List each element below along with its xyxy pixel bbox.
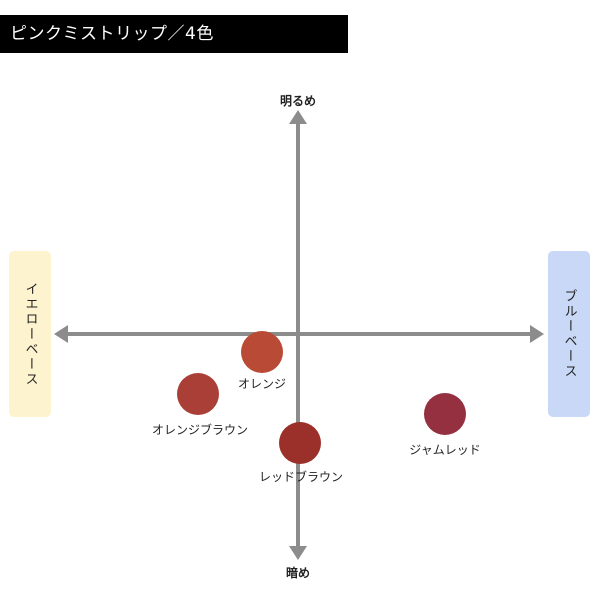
title-bar: ピンクミストリップ／4色	[0, 15, 348, 53]
point-red-brown	[279, 422, 321, 464]
arrow-right-icon	[530, 325, 544, 343]
axis-label-right: ブルーベース	[561, 289, 577, 379]
point-orange-brown	[177, 373, 219, 415]
arrow-left-icon	[54, 325, 68, 343]
horizontal-axis	[54, 325, 544, 343]
point-label-orange-brown: オレンジブラウン	[151, 423, 249, 437]
page-title: ピンクミストリップ／4色	[10, 24, 214, 44]
yellow-base-box: イエローベース	[9, 251, 51, 417]
arrow-down-icon	[289, 546, 307, 560]
point-label-red-brown: レッドブラウン	[258, 470, 344, 484]
blue-base-box: ブルーベース	[548, 251, 590, 417]
point-label-orange: オレンジ	[237, 377, 287, 391]
point-label-jam-red: ジャムレッド	[409, 443, 481, 457]
point-jam-red	[424, 393, 466, 435]
axis-label-top: 明るめ	[279, 94, 317, 108]
axis-label-left: イエローベース	[22, 281, 38, 387]
axis-label-bottom: 暗め	[285, 566, 311, 580]
arrow-up-icon	[289, 110, 307, 124]
point-orange	[241, 331, 283, 373]
